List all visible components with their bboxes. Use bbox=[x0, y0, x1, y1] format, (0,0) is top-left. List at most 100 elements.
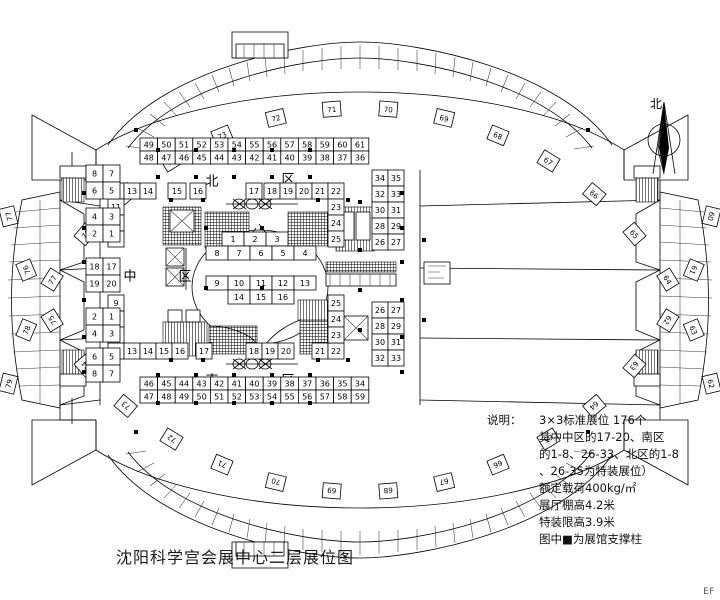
booth-south-bottom-48[interactable]: 48 bbox=[157, 389, 176, 404]
booth-south-bottom-58[interactable]: 58 bbox=[333, 389, 352, 404]
booth-south-top-37[interactable]: 37 bbox=[297, 376, 317, 391]
booth-north-bottom-41[interactable]: 41 bbox=[262, 150, 282, 165]
booth-west-3-3[interactable]: 3 bbox=[102, 324, 121, 343]
booth-north-bottom-38[interactable]: 38 bbox=[315, 150, 335, 165]
booth-west-3-4[interactable]: 4 bbox=[85, 324, 104, 343]
booth-center-fourth-16[interactable]: 16 bbox=[271, 289, 295, 305]
booth-west-0-8[interactable]: 8 bbox=[85, 164, 104, 183]
booth-north-arc-66[interactable]: 66 bbox=[582, 181, 607, 207]
booth-south-arc-67[interactable]: 67 bbox=[433, 472, 456, 492]
booth-north-bottom-40[interactable]: 40 bbox=[280, 150, 299, 165]
booth-south-blk-26[interactable]: 26 bbox=[371, 301, 389, 319]
booth-south-col-right-24[interactable]: 24 bbox=[327, 310, 345, 328]
booth-south-17[interactable]: 17 bbox=[195, 342, 213, 360]
booth-north-bottom-42[interactable]: 42 bbox=[245, 150, 264, 165]
booth-center-second-4[interactable]: 4 bbox=[293, 245, 317, 261]
booth-south-blk-28[interactable]: 28 bbox=[371, 317, 389, 335]
booth-west-0-5[interactable]: 5 bbox=[102, 181, 121, 200]
booth-north-arc-72[interactable]: 72 bbox=[264, 108, 287, 128]
booth-north-bottom-44[interactable]: 44 bbox=[209, 150, 229, 165]
booth-south-arc-69[interactable]: 69 bbox=[321, 482, 342, 500]
booth-north-20[interactable]: 20 bbox=[295, 182, 313, 200]
booth-north-arc-71[interactable]: 71 bbox=[321, 100, 342, 118]
booth-south-top-44[interactable]: 44 bbox=[174, 376, 194, 391]
booth-west-3-1[interactable]: 1 bbox=[102, 307, 121, 326]
booth-north-13[interactable]: 13 bbox=[123, 182, 141, 200]
booth-south-19[interactable]: 19 bbox=[261, 342, 279, 360]
booth-south-bottom-55[interactable]: 55 bbox=[280, 389, 299, 404]
booth-north-arc-69[interactable]: 69 bbox=[433, 108, 456, 128]
booth-south-top-39[interactable]: 39 bbox=[262, 376, 282, 391]
booth-center-fourth-15[interactable]: 15 bbox=[249, 289, 273, 305]
booth-north-blk-30[interactable]: 30 bbox=[371, 201, 389, 219]
booth-west-2-19[interactable]: 19 bbox=[85, 274, 104, 293]
booth-north-arc-70[interactable]: 70 bbox=[378, 100, 399, 118]
booth-center-third-9[interactable]: 9 bbox=[205, 275, 229, 291]
booth-north-top-57[interactable]: 57 bbox=[280, 137, 299, 152]
booth-north-bottom-46[interactable]: 46 bbox=[174, 150, 194, 165]
booth-west-4-8[interactable]: 8 bbox=[85, 364, 104, 383]
booth-south-arc-77[interactable]: 77 bbox=[0, 205, 19, 228]
booth-west-2-17[interactable]: 17 bbox=[102, 257, 121, 276]
booth-center-third-12[interactable]: 12 bbox=[271, 275, 295, 291]
booth-north-blk-26[interactable]: 26 bbox=[371, 233, 389, 251]
booth-north-top-50[interactable]: 50 bbox=[157, 137, 176, 152]
booth-south-arc-71[interactable]: 71 bbox=[210, 453, 234, 476]
booth-south-arc-63[interactable]: 63 bbox=[622, 353, 647, 379]
booth-north-19[interactable]: 19 bbox=[279, 182, 297, 200]
booth-south-arc-73[interactable]: 73 bbox=[113, 393, 138, 419]
booth-north-blk-32[interactable]: 32 bbox=[371, 185, 389, 203]
booth-center-top-3[interactable]: 3 bbox=[265, 231, 289, 247]
booth-center-second-6[interactable]: 6 bbox=[249, 245, 273, 261]
booth-north-bottom-36[interactable]: 36 bbox=[350, 150, 370, 165]
booth-north-arc-78[interactable]: 78 bbox=[15, 318, 38, 342]
booth-north-arc-62[interactable]: 62 bbox=[701, 372, 720, 395]
booth-west-0-6[interactable]: 6 bbox=[85, 181, 104, 200]
booth-north-bottom-45[interactable]: 45 bbox=[192, 150, 211, 165]
booth-west-1-4[interactable]: 4 bbox=[85, 207, 104, 226]
booth-west-4-5[interactable]: 5 bbox=[102, 347, 121, 366]
booth-south-arc-66[interactable]: 66 bbox=[486, 453, 510, 476]
booth-south-top-38[interactable]: 38 bbox=[280, 376, 299, 391]
booth-north-bottom-48[interactable]: 48 bbox=[139, 150, 159, 165]
booth-north-top-55[interactable]: 55 bbox=[245, 137, 264, 152]
booth-south-top-46[interactable]: 46 bbox=[139, 376, 159, 391]
booth-north-blk-35[interactable]: 35 bbox=[387, 169, 405, 187]
booth-south-blk-30[interactable]: 30 bbox=[371, 333, 389, 351]
booth-center-top-1[interactable]: 1 bbox=[221, 231, 245, 247]
booth-north-col-right-23[interactable]: 23 bbox=[327, 198, 345, 216]
booth-south-top-35[interactable]: 35 bbox=[333, 376, 352, 391]
booth-south-arc-64[interactable]: 64 bbox=[582, 393, 607, 419]
booth-south-bottom-59[interactable]: 59 bbox=[350, 389, 370, 404]
booth-north-top-59[interactable]: 59 bbox=[315, 137, 335, 152]
booth-south-top-41[interactable]: 41 bbox=[227, 376, 247, 391]
booth-south-bottom-56[interactable]: 56 bbox=[297, 389, 317, 404]
booth-center-second-8[interactable]: 8 bbox=[205, 245, 229, 261]
booth-south-16[interactable]: 16 bbox=[171, 342, 189, 360]
booth-center-second-7[interactable]: 7 bbox=[227, 245, 251, 261]
booth-south-bottom-53[interactable]: 53 bbox=[245, 389, 264, 404]
booth-south-arc-72[interactable]: 72 bbox=[159, 427, 184, 451]
booth-south-top-34[interactable]: 34 bbox=[350, 376, 370, 391]
booth-south-20[interactable]: 20 bbox=[277, 342, 295, 360]
booth-south-bottom-49[interactable]: 49 bbox=[174, 389, 194, 404]
booth-north-arc-68[interactable]: 68 bbox=[486, 124, 510, 147]
booth-south-top-43[interactable]: 43 bbox=[192, 376, 211, 391]
booth-south-arc-75[interactable]: 75 bbox=[40, 308, 64, 333]
booth-north-arc-79[interactable]: 79 bbox=[0, 372, 19, 395]
booth-north-bottom-37[interactable]: 37 bbox=[333, 150, 352, 165]
booth-north-top-61[interactable]: 61 bbox=[350, 137, 370, 152]
booth-west-2-20[interactable]: 20 bbox=[102, 274, 121, 293]
booth-south-top-42[interactable]: 42 bbox=[209, 376, 229, 391]
booth-west-1-3[interactable]: 3 bbox=[102, 207, 121, 226]
booth-south-arc-70[interactable]: 70 bbox=[264, 472, 287, 492]
booth-south-top-40[interactable]: 40 bbox=[245, 376, 264, 391]
booth-north-blk-27[interactable]: 27 bbox=[387, 233, 405, 251]
booth-north-top-53[interactable]: 53 bbox=[209, 137, 229, 152]
booth-north-blk-28[interactable]: 28 bbox=[371, 217, 389, 235]
booth-west-1-2[interactable]: 2 bbox=[85, 224, 104, 243]
booth-south-bottom-51[interactable]: 51 bbox=[209, 389, 229, 404]
booth-south-col-right-25[interactable]: 25 bbox=[327, 294, 345, 312]
booth-west-1-1[interactable]: 1 bbox=[102, 224, 121, 243]
booth-north-22[interactable]: 22 bbox=[327, 182, 345, 200]
